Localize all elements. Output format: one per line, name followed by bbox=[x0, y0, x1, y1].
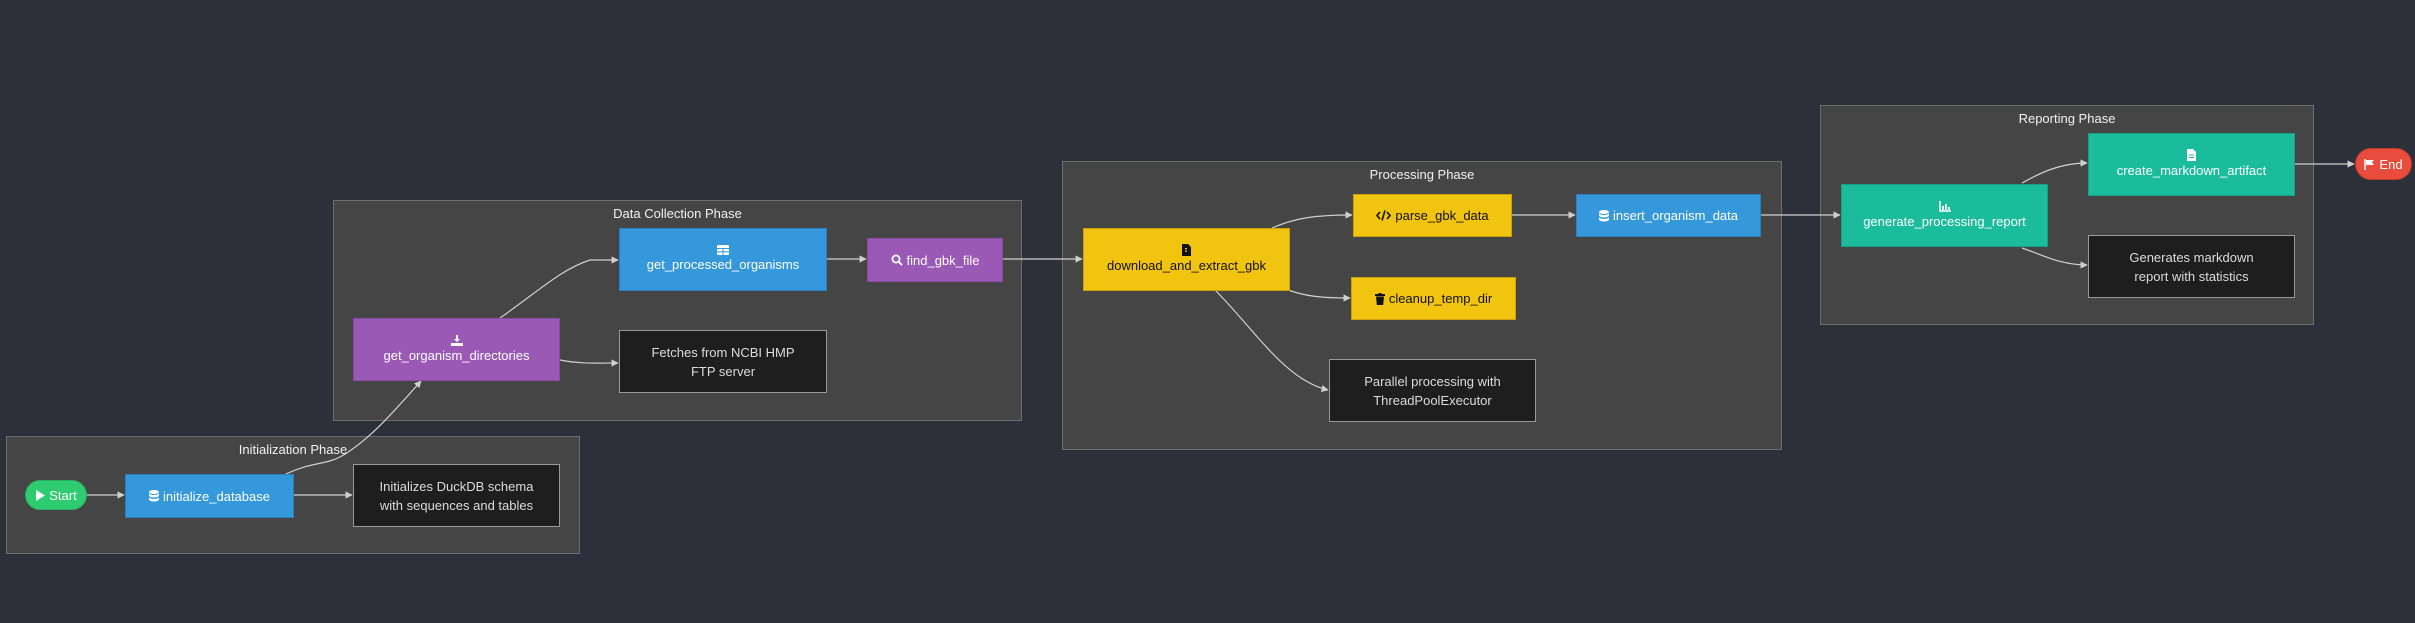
phase-reporting-title: Reporting Phase bbox=[2018, 111, 2116, 126]
init-note-line2: with sequences and tables bbox=[379, 497, 534, 513]
database-icon bbox=[1598, 209, 1609, 222]
insert-organism-data-label: insert_organism_data bbox=[1612, 208, 1739, 223]
fetch-note-line1: Fetches from NCBI HMP bbox=[651, 344, 795, 360]
init-note-line1: Initializes DuckDB schema bbox=[379, 478, 534, 494]
parallel-note-line1: Parallel processing with bbox=[1364, 373, 1501, 389]
download-and-extract-gbk-node[interactable]: download_and_extract_gbk bbox=[1083, 228, 1290, 291]
end-label: End bbox=[2379, 156, 2403, 172]
find-gbk-file-label: find_gbk_file bbox=[906, 252, 980, 268]
file-icon bbox=[2187, 149, 2196, 161]
create-markdown-artifact-node[interactable]: create_markdown_artifact bbox=[2088, 133, 2295, 196]
code-icon bbox=[1376, 210, 1392, 221]
get-processed-organisms-label: get_processed_organisms bbox=[646, 257, 800, 272]
start-node[interactable]: Start bbox=[25, 480, 87, 510]
init-note: Initializes DuckDB schema with sequences… bbox=[353, 464, 560, 527]
download-icon bbox=[450, 334, 463, 346]
parse-gbk-data-label: parse_gbk_data bbox=[1395, 208, 1489, 223]
fetch-note-line2: FTP server bbox=[690, 363, 756, 379]
download-and-extract-gbk-label: download_and_extract_gbk bbox=[1106, 258, 1266, 273]
play-icon bbox=[35, 489, 46, 501]
report-note: Generates markdown report with statistic… bbox=[2088, 235, 2295, 298]
file-zipper-icon bbox=[1182, 244, 1191, 256]
parallel-note: Parallel processing with ThreadPoolExecu… bbox=[1329, 359, 1536, 422]
trash-icon bbox=[1374, 292, 1385, 305]
insert-organism-data-node[interactable]: insert_organism_data bbox=[1576, 194, 1761, 237]
fetch-note: Fetches from NCBI HMP FTP server bbox=[619, 330, 827, 393]
parallel-note-line2: ThreadPoolExecutor bbox=[1373, 392, 1492, 408]
parse-gbk-data-node[interactable]: parse_gbk_data bbox=[1353, 194, 1512, 237]
table-icon bbox=[717, 245, 729, 255]
flag-icon bbox=[2364, 158, 2375, 170]
generate-processing-report-node[interactable]: generate_processing_report bbox=[1841, 184, 2048, 247]
create-markdown-artifact-label: create_markdown_artifact bbox=[2116, 163, 2267, 178]
phase-data-collection-title: Data Collection Phase bbox=[613, 206, 742, 221]
get-processed-organisms-node[interactable]: get_processed_organisms bbox=[619, 228, 827, 291]
cleanup-temp-dir-label: cleanup_temp_dir bbox=[1388, 291, 1493, 306]
initialize-database-node[interactable]: initialize_database bbox=[125, 474, 294, 518]
initialize-database-label: initialize_database bbox=[163, 488, 270, 504]
database-icon bbox=[149, 490, 160, 502]
chart-icon bbox=[1938, 200, 1951, 212]
cleanup-temp-dir-node[interactable]: cleanup_temp_dir bbox=[1351, 277, 1516, 320]
end-node[interactable]: End bbox=[2355, 148, 2412, 180]
get-organism-directories-node[interactable]: get_organism_directories bbox=[353, 318, 560, 381]
phase-processing-title: Processing Phase bbox=[1369, 167, 1475, 182]
report-note-line1: Generates markdown bbox=[2129, 249, 2254, 265]
generate-processing-report-label: generate_processing_report bbox=[1863, 213, 2026, 229]
search-icon bbox=[891, 254, 903, 266]
get-organism-directories-label: get_organism_directories bbox=[383, 347, 530, 363]
report-note-line2: report with statistics bbox=[2134, 268, 2249, 284]
find-gbk-file-node[interactable]: find_gbk_file bbox=[867, 238, 1003, 282]
phase-initialization-title: Initialization Phase bbox=[238, 442, 348, 457]
start-label: Start bbox=[49, 487, 77, 503]
